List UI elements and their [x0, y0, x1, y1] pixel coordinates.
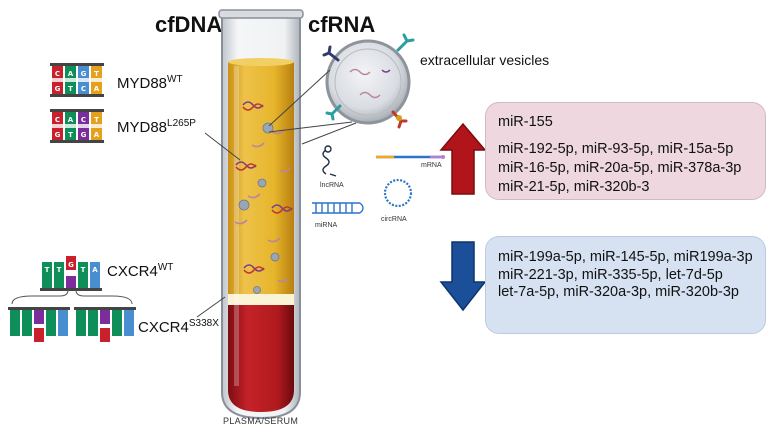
label-myd88-l265p: MYD88L265P	[117, 118, 196, 136]
svg-text:A: A	[92, 266, 98, 274]
svg-text:A: A	[94, 131, 100, 139]
svg-text:T: T	[57, 266, 62, 274]
svg-text:A: A	[94, 85, 100, 93]
label-mrna: mRNA	[421, 162, 442, 169]
upregulated-mirna-box: miR-155 miR-192-5p, miR-93-5p, miR-15a-5…	[485, 102, 766, 200]
blood-layer	[228, 305, 294, 412]
svg-text:C: C	[55, 116, 60, 124]
svg-text:G: G	[81, 131, 87, 139]
svg-text:T: T	[45, 266, 50, 274]
heading-cfdna: cfDNA	[155, 12, 223, 37]
svg-text:G: G	[55, 131, 61, 139]
label-lncrna: lncRNA	[320, 182, 344, 189]
svg-text:C: C	[81, 85, 86, 93]
svg-text:T: T	[94, 116, 99, 124]
downregulated-mirna-line: let-7a-5p, miR-320a-3p, miR-320b-3p	[498, 284, 739, 300]
heading-cfrna: cfRNA	[308, 12, 376, 37]
svg-text:T: T	[81, 266, 86, 274]
lncrna-icon	[322, 145, 337, 177]
label-mirna: miRNA	[315, 222, 338, 229]
svg-text:G: G	[81, 70, 87, 78]
svg-text:C: C	[55, 70, 60, 78]
svg-text:G: G	[68, 261, 74, 269]
mirna-icon	[312, 202, 364, 214]
circrna-icon	[383, 178, 413, 208]
svg-text:A: A	[68, 116, 74, 124]
svg-text:G: G	[55, 85, 61, 93]
label-cxcr4-s338x: CXCR4S338X	[138, 318, 219, 336]
mrna-icon	[376, 155, 445, 159]
vesicle-icon	[322, 33, 415, 129]
label-plasma-serum: PLASMA/SERUM	[223, 416, 299, 426]
label-circrna: circRNA	[381, 216, 407, 223]
buffy-coat-layer	[228, 294, 294, 305]
upregulated-mirna-line: miR-192-5p, miR-93-5p, miR-15a-5p	[498, 141, 734, 157]
test-tube	[218, 9, 304, 420]
svg-text:A: A	[68, 70, 74, 78]
svg-text:T: T	[68, 85, 73, 93]
upregulated-mirna-line: miR-16-5p, miR-20a-5p, miR-378a-3p	[498, 160, 742, 176]
svg-text:T: T	[68, 131, 73, 139]
label-extracellular-vesicles: extracellular vesicles	[420, 52, 550, 68]
svg-text:T: T	[94, 70, 99, 78]
connector-lines	[196, 69, 357, 318]
small-vesicle-icon	[238, 122, 280, 294]
downregulated-mirna-box: miR-199a-5p, miR-145-5p, miR199a-3p miR-…	[485, 236, 766, 334]
upregulated-mirna-line: miR-21-5p, miR-320b-3	[498, 179, 650, 195]
downregulated-mirna-line: miR-221-3p, miR-335-5p, let-7d-5p	[498, 266, 723, 283]
svg-text:C: C	[81, 116, 86, 124]
upregulated-mirna-line: miR-155	[498, 114, 553, 130]
downregulated-mirna-line: miR-199a-5p, miR-145-5p, miR199a-3p	[498, 249, 753, 265]
label-cxcr4-wt: CXCR4WT	[107, 262, 174, 280]
up-arrow-icon	[439, 122, 487, 195]
label-myd88-wt: MYD88WT	[117, 74, 183, 92]
down-arrow-icon	[439, 241, 487, 312]
helix-icon	[234, 101, 293, 283]
